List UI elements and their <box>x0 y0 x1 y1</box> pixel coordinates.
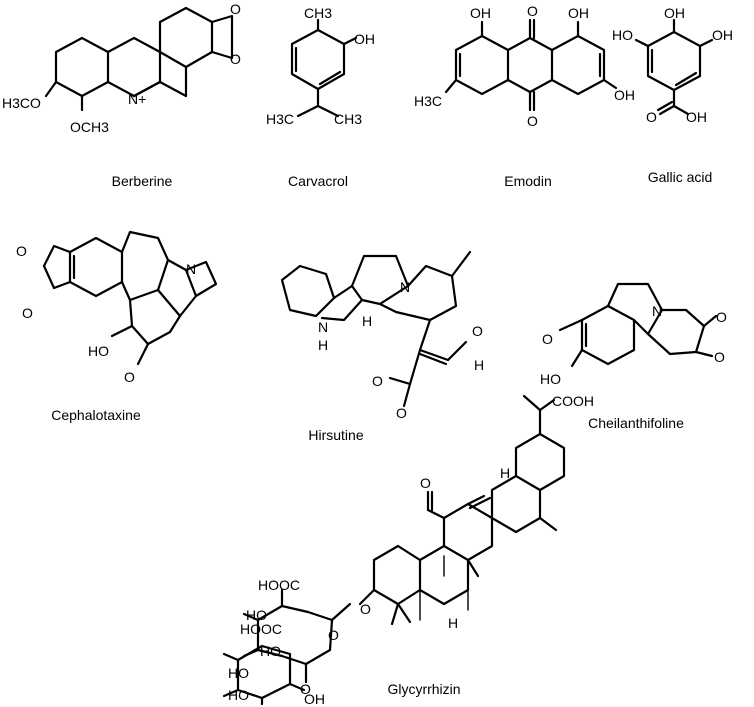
gallic-acid-label-carbonyl-oxygen: O <box>646 109 657 125</box>
carvacrol-label-methyl-right: CH3 <box>334 111 362 127</box>
cheilanthifoline-label-oxygen-2: O <box>714 349 725 365</box>
emodin-label-methyl: H3C <box>414 93 442 109</box>
carvacrol-caption: Carvacrol <box>288 173 348 189</box>
gallic-acid-label-acid-hydroxyl: OH <box>686 109 707 125</box>
glycyrrhizin-label-hydroxyl-4: HO <box>228 687 249 703</box>
cephalotaxine-label-methoxy-oxygen: O <box>124 369 135 385</box>
cheilanthifoline-structure: O HO N O O Cheilanthifoline <box>540 282 727 431</box>
berberine-label-oxygen-1: O <box>230 1 241 17</box>
hirsutine-structure: N N H H O H O O Hirsutine <box>280 250 484 443</box>
cheilanthifoline-label-methoxy-oxygen: O <box>542 331 553 347</box>
glycyrrhizin-label-glycosidic-oxygen-1: O <box>360 601 371 617</box>
cheilanthifoline-label-oxygen-1: O <box>716 309 727 325</box>
glycyrrhizin-label-carboxyl-sugar-1: HOOC <box>258 577 300 593</box>
berberine-label-methoxy-left: H3CO <box>2 95 41 111</box>
glycyrrhizin-label-ring-oxygen: O <box>328 627 339 643</box>
carvacrol-label-methyl-top: CH3 <box>304 5 332 21</box>
hirsutine-label-ester-oxygen: O <box>396 405 407 421</box>
cephalotaxine-label-oxygen-2: O <box>22 305 33 321</box>
glycyrrhizin-label-hydroxyl-2: HO <box>260 643 281 659</box>
glycyrrhizin-label-glycosidic-oxygen-2: O <box>300 681 311 697</box>
hirsutine-label-ether-oxygen: O <box>472 323 483 339</box>
hirsutine-caption: Hirsutine <box>308 427 363 443</box>
glycyrrhizin-label-ketone-oxygen: O <box>420 475 431 491</box>
hirsutine-label-nitrogen-indole: N <box>318 319 328 335</box>
glycyrrhizin-label-carboxyl-sugar-2: HOOC <box>240 621 282 637</box>
cephalotaxine-label-nitrogen: N <box>186 261 196 277</box>
hirsutine-label-vinyl-hydrogen: H <box>474 357 484 373</box>
hirsutine-label-indole-hydrogen: H <box>318 337 328 353</box>
carvacrol-structure: CH3 OH H3C CH3 Carvacrol <box>266 5 375 189</box>
cheilanthifoline-caption: Cheilanthifoline <box>588 415 684 431</box>
berberine-caption: Berberine <box>112 173 173 189</box>
cephalotaxine-label-hydroxyl: HO <box>88 343 109 359</box>
glycyrrhizin-caption: Glycyrrhizin <box>387 681 460 697</box>
emodin-label-carbonyl-bottom: O <box>527 113 538 129</box>
glycyrrhizin-label-hydroxyl-3: HO <box>228 665 249 681</box>
carvacrol-label-hydroxyl: OH <box>354 31 375 47</box>
glycyrrhizin-structure: COOH O H H HOOC HO HO O O HOOC HO HO OH … <box>222 393 594 707</box>
hirsutine-label-nitrogen-right: N <box>400 279 410 295</box>
cephalotaxine-caption: Cephalotaxine <box>51 407 141 423</box>
gallic-acid-structure: OH HO OH O OH Gallic acid <box>612 5 733 185</box>
carvacrol-label-methyl-left: H3C <box>266 111 294 127</box>
cephalotaxine-label-oxygen-1: O <box>16 243 27 259</box>
berberine-label-nitrogen: N+ <box>128 91 146 107</box>
cheilanthifoline-label-nitrogen: N <box>652 303 662 319</box>
glycyrrhizin-label-hydroxyl-1: HO <box>246 607 267 623</box>
glycyrrhizin-label-carboxyl-top: COOH <box>552 393 594 409</box>
gallic-acid-caption: Gallic acid <box>648 169 713 185</box>
emodin-label-hydroxyl-1: OH <box>470 5 491 21</box>
emodin-caption: Emodin <box>504 173 551 189</box>
glycyrrhizin-label-hydroxyl-5: OH <box>304 691 325 707</box>
emodin-structure: OH O OH H3C O OH Emodin <box>414 3 635 189</box>
berberine-label-oxygen-2: O <box>230 51 241 67</box>
gallic-acid-label-hydroxyl-left: HO <box>612 27 633 43</box>
cheilanthifoline-label-hydroxyl: HO <box>540 371 561 387</box>
glycyrrhizin-label-hydrogen-1: H <box>500 465 510 481</box>
glycyrrhizin-label-hydrogen-2: H <box>448 615 458 631</box>
hirsutine-label-carbonyl-oxygen: O <box>372 373 383 389</box>
cephalotaxine-structure: O O N HO O Cephalotaxine <box>16 230 218 423</box>
berberine-structure: H3CO OCH3 N+ O O Berberine <box>2 1 241 189</box>
berberine-label-methoxy-bottom: OCH3 <box>70 119 109 135</box>
gallic-acid-label-hydroxyl-right: OH <box>712 27 733 43</box>
emodin-label-carbonyl-top: O <box>527 3 538 19</box>
emodin-label-hydroxyl-3: OH <box>614 87 635 103</box>
hirsutine-label-stereo-hydrogen: H <box>362 313 372 329</box>
emodin-label-hydroxyl-2: OH <box>568 5 589 21</box>
gallic-acid-label-hydroxyl-top: OH <box>664 5 685 21</box>
